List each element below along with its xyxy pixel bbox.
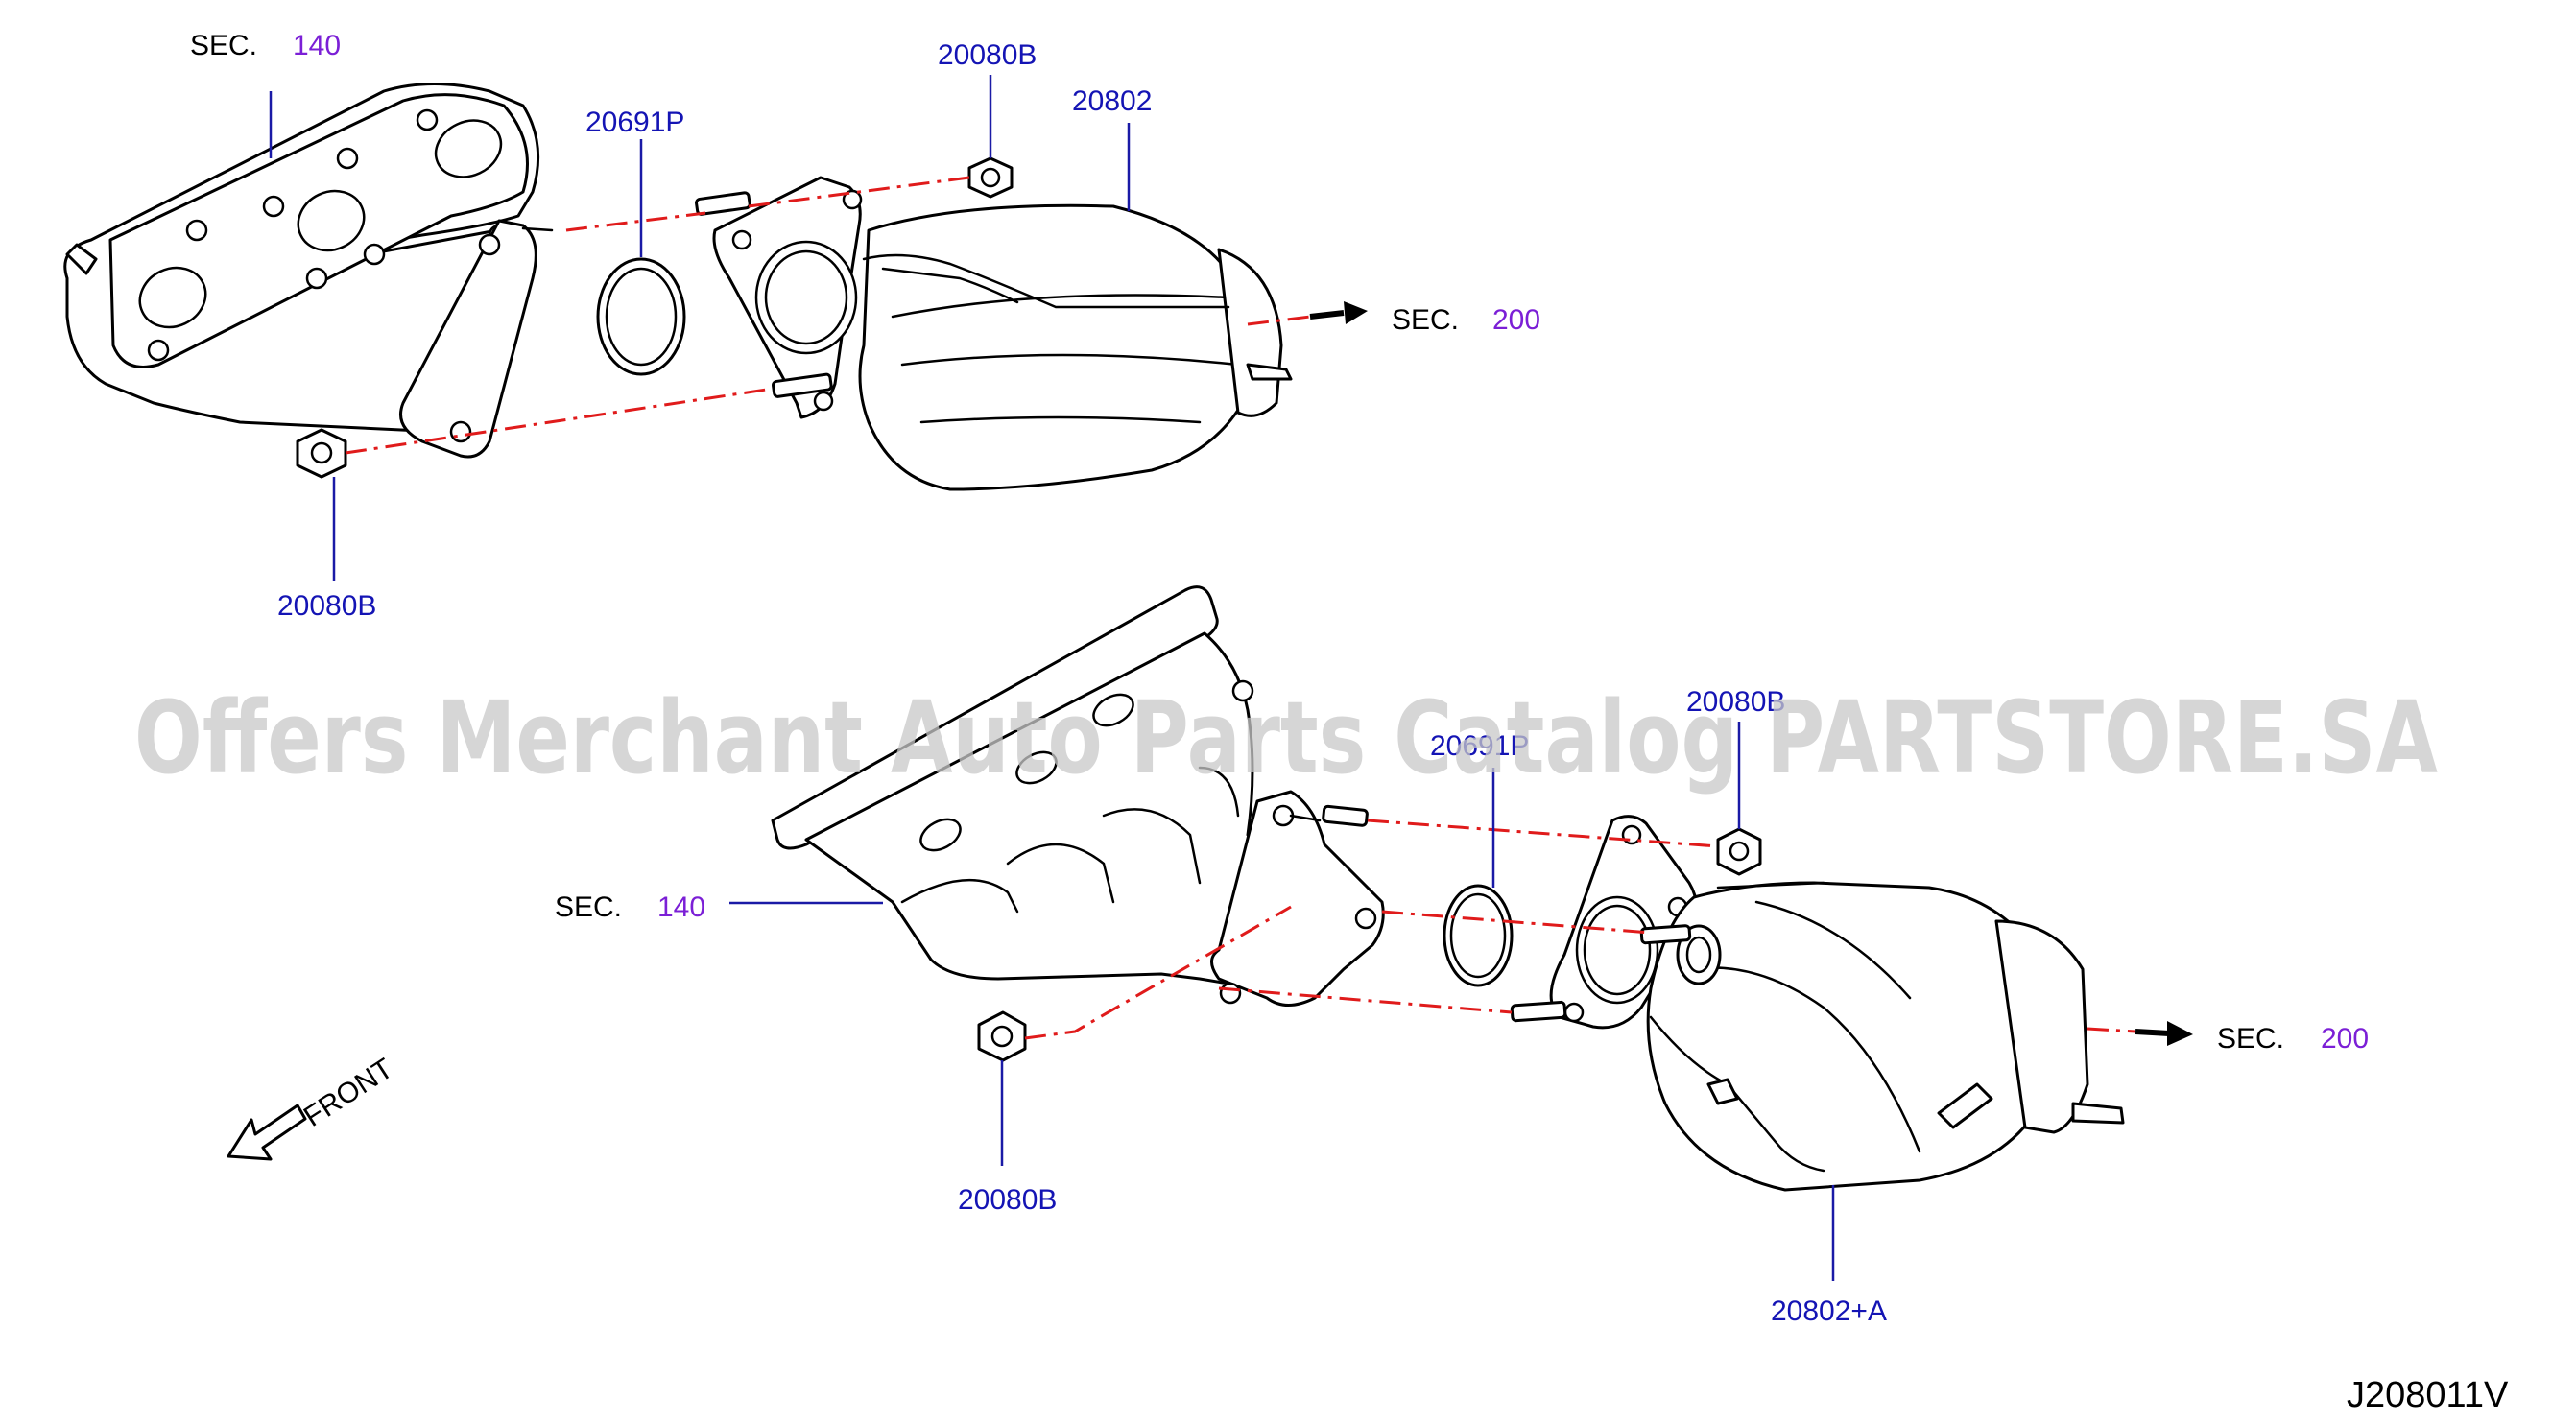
watermark-text: Offers Merchant Auto Parts Catalog PARTS… — [134, 679, 2438, 796]
bottom-nut-lower-part-number: 20080B — [958, 1184, 1057, 1216]
top-nut-upper-part-number: 20080B — [938, 39, 1037, 71]
top-labels: SEC. 140 20691P 20080B 20802 SEC. 200 20… — [190, 30, 1540, 622]
drawing-code-label: J208011V — [2347, 1375, 2509, 1415]
front-arrow — [227, 1104, 307, 1161]
top-nut-lower-part-number: 20080B — [277, 590, 376, 622]
top-nut-upper — [967, 156, 1014, 199]
bottom-sec200-arrow — [2135, 1021, 2193, 1046]
top-gasket — [596, 257, 686, 376]
top-sec200-arrow — [1309, 301, 1368, 324]
top-converter-part-number: 20802 — [1072, 85, 1152, 117]
top-catalytic-converter — [712, 176, 1293, 491]
top-fasteners — [296, 156, 1014, 479]
bottom-assembly — [227, 585, 2193, 1281]
front-label: FRONT — [298, 1053, 399, 1133]
top-exhaust-manifold — [63, 83, 554, 459]
bottom-nut-lower — [977, 1010, 1027, 1062]
top-assembly — [63, 75, 1368, 581]
bottom-sec140-prefix-label: SEC. — [555, 891, 622, 923]
bottom-gasket-part-number: 20691P — [1430, 730, 1529, 762]
top-gasket-part-number: 20691P — [585, 107, 684, 138]
bottom-sec140-number-label: 140 — [657, 891, 705, 923]
bottom-nut-upper — [1716, 827, 1762, 876]
top-sec200-prefix-label: SEC. — [1392, 304, 1459, 336]
bottom-gasket — [1443, 884, 1514, 987]
top-sec140-prefix-label: SEC. — [190, 30, 257, 61]
top-leaders — [269, 75, 1131, 581]
bottom-leaders — [729, 722, 1835, 1281]
bottom-fasteners — [977, 804, 1762, 1062]
bottom-center-lines — [1024, 819, 2136, 1040]
top-sec200-number-label: 200 — [1492, 304, 1540, 336]
top-nut-lower — [296, 428, 347, 479]
bottom-nut-upper-part-number: 20080B — [1686, 686, 1785, 718]
bottom-catalytic-converter — [1549, 815, 2125, 1192]
top-sec140-number-label: 140 — [293, 30, 341, 61]
bottom-exhaust-manifold — [771, 585, 1385, 1007]
bottom-converter-part-number: 20802+A — [1771, 1295, 1887, 1327]
top-center-lines — [345, 176, 1311, 455]
bottom-sec200-prefix-label: SEC. — [2217, 1023, 2284, 1055]
bottom-sec200-number-label: 200 — [2321, 1023, 2369, 1055]
